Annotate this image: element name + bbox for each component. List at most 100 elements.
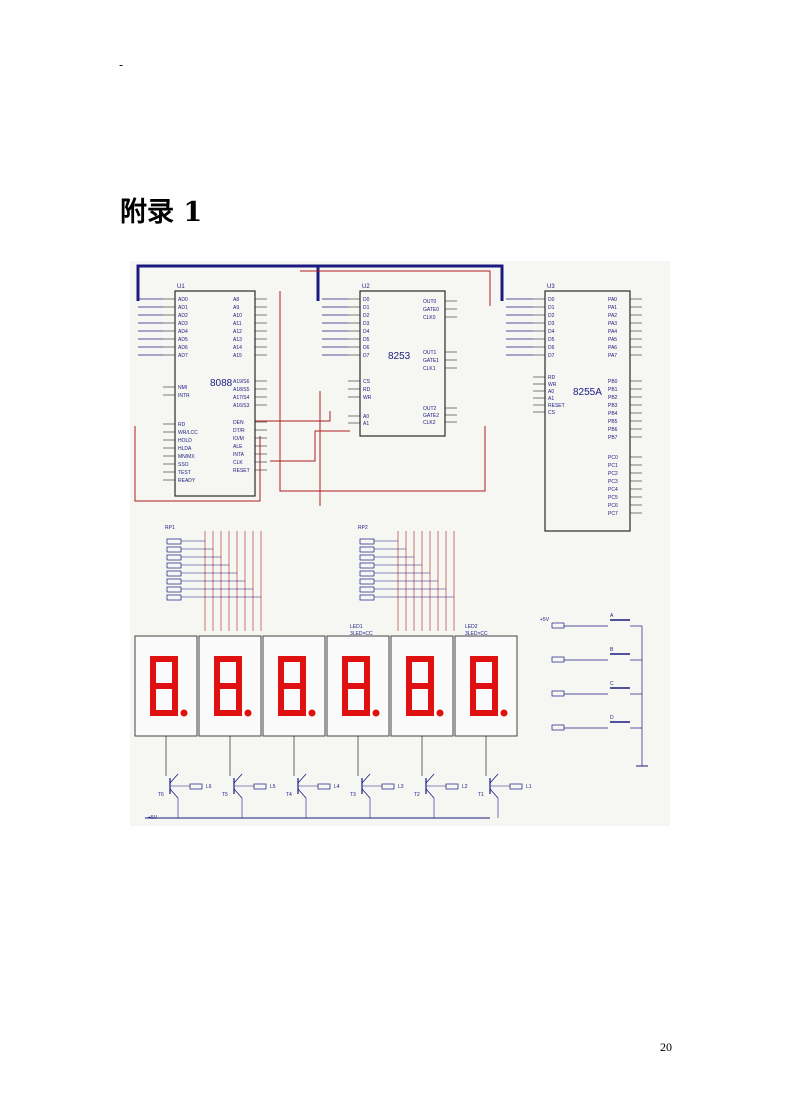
cpu-ctrl-left-pin-label: WR/LCC — [178, 430, 198, 436]
cpu-ctrl-right-pin-label: IO/M — [233, 436, 244, 442]
led1-type: 3LED×CC — [350, 631, 373, 637]
timer-right-pin-label: GATE1 — [423, 358, 439, 364]
cpu-ctrl-right-pin-label: ALE — [233, 444, 243, 450]
ppi-right-pin-label: PB1 — [608, 387, 618, 393]
cpu-right-pin-label: A13 — [233, 337, 242, 343]
timer-left-pin-label: D4 — [363, 329, 370, 335]
cpu-ctrl-left-pin-label: HLDA — [178, 446, 192, 452]
segment — [150, 683, 178, 689]
segment — [364, 656, 370, 686]
ppi-right-pin-label: PC5 — [608, 495, 618, 501]
segment — [150, 656, 178, 662]
ppi-right-pin-label: PC4 — [608, 487, 618, 493]
ppi-name: 8255A — [573, 387, 602, 398]
resistor — [166, 554, 182, 561]
segment — [342, 686, 348, 716]
segment — [470, 656, 476, 686]
resistor — [359, 546, 375, 553]
resistor — [166, 570, 182, 577]
cpu-ctrl-left-pin-label: RD — [178, 422, 186, 428]
ppi-left-pin-label: D6 — [548, 345, 555, 351]
cpu-right-pin-label: A8 — [233, 297, 239, 303]
transistor-label: T2 — [414, 792, 420, 798]
transistor-label: T6 — [158, 792, 164, 798]
digit-line-label: L3 — [398, 784, 404, 790]
ppi-left-pin-label: D5 — [548, 337, 555, 343]
cpu-left-pin-label: AD7 — [178, 353, 188, 359]
transistor-label: T5 — [222, 792, 228, 798]
timer-left-pin-label: A0 — [363, 414, 369, 420]
ppi-left-pin-label: RD — [548, 375, 556, 381]
page-number: 20 — [660, 1040, 672, 1054]
timer-8253-chip — [359, 290, 446, 437]
decimal-point — [180, 709, 188, 717]
resistor — [166, 578, 182, 585]
segment — [342, 710, 370, 716]
resistor-pack-label: RP2 — [358, 525, 368, 531]
resistor — [166, 594, 182, 601]
ppi-right-pin-label: PB3 — [608, 403, 618, 409]
cpu-ctrl-left-pin-label: MN/MX — [178, 454, 195, 460]
ppi-right-pin-label: PB4 — [608, 411, 618, 417]
cpu-ctrl-left-pin-label: READY — [178, 478, 196, 484]
transistor-emitter — [297, 788, 307, 799]
cpu-ctrl-left-pin-label: NMI — [178, 385, 187, 391]
transistor-emitter — [425, 788, 435, 799]
segment — [150, 656, 156, 686]
transistor-collector — [233, 773, 243, 784]
cpu-ctrl-right-pin-label: RESET — [233, 468, 250, 474]
supply-label: +5V — [148, 815, 158, 821]
top-dash-mark: - — [119, 58, 124, 72]
timer-left-pin-label: D0 — [363, 297, 370, 303]
timer-name: 8253 — [388, 351, 411, 362]
resistor — [166, 562, 182, 569]
segment — [406, 656, 412, 686]
timer-right-pin-label: CLK2 — [423, 420, 436, 426]
segment — [492, 686, 498, 716]
cpu-ctrl-right-pin-label: A18/S5 — [233, 387, 250, 393]
base-resistor — [253, 783, 267, 790]
ppi-right-pin-label: PA5 — [608, 337, 617, 343]
pullup-resistor — [551, 724, 565, 731]
timer-right-pin-label: CLK1 — [423, 366, 436, 372]
cpu-left-pin-label: AD3 — [178, 321, 188, 327]
timer-left-pin-label: D2 — [363, 313, 370, 319]
ppi-left-pin-label: A1 — [548, 396, 554, 402]
segment — [278, 710, 306, 716]
timer-left-pin-label: D6 — [363, 345, 370, 351]
resistor — [359, 586, 375, 593]
timer-left-pin-label: CS — [363, 379, 371, 385]
segment — [172, 656, 178, 686]
pullup-resistor — [551, 656, 565, 663]
digit-line-label: L4 — [334, 784, 340, 790]
transistor-collector — [361, 773, 371, 784]
cpu-ctrl-right-pin-label: A19/S6 — [233, 379, 250, 385]
transistor-collector — [425, 773, 435, 784]
digit-line-label: L5 — [270, 784, 276, 790]
led2-type: 3LED×CC — [465, 631, 488, 637]
ppi-left-pin-label: D3 — [548, 321, 555, 327]
timer-right-pin-label: GATE2 — [423, 413, 439, 419]
ppi-right-pin-label: PB2 — [608, 395, 618, 401]
seven-segment-displays — [134, 635, 518, 776]
transistor-label: T1 — [478, 792, 484, 798]
segment — [406, 683, 434, 689]
timer-left-pin-label: D1 — [363, 305, 370, 311]
timer-left-pin-label: D3 — [363, 321, 370, 327]
schematic-svg: U1 8088 U2 8253 U3 8255A AD0AD1AD2AD3AD4… — [134, 264, 648, 821]
timer-left-pin-label: WR — [363, 395, 372, 401]
cpu-ctrl-right-pin-label: A17/S4 — [233, 395, 250, 401]
decimal-point — [308, 709, 316, 717]
button-label: C — [610, 681, 614, 687]
pullup-resistor — [551, 690, 565, 697]
ppi-right-pin-label: PB6 — [608, 427, 618, 433]
resistor — [359, 594, 375, 601]
segment — [172, 686, 178, 716]
cpu-left-pin-label: AD1 — [178, 305, 188, 311]
ppi-right-pin-label: PC6 — [608, 503, 618, 509]
transistor-emitter — [489, 788, 499, 799]
segment — [150, 710, 178, 716]
transistor-label: T4 — [286, 792, 292, 798]
cpu-ctrl-right-pin-label: INTA — [233, 452, 245, 458]
